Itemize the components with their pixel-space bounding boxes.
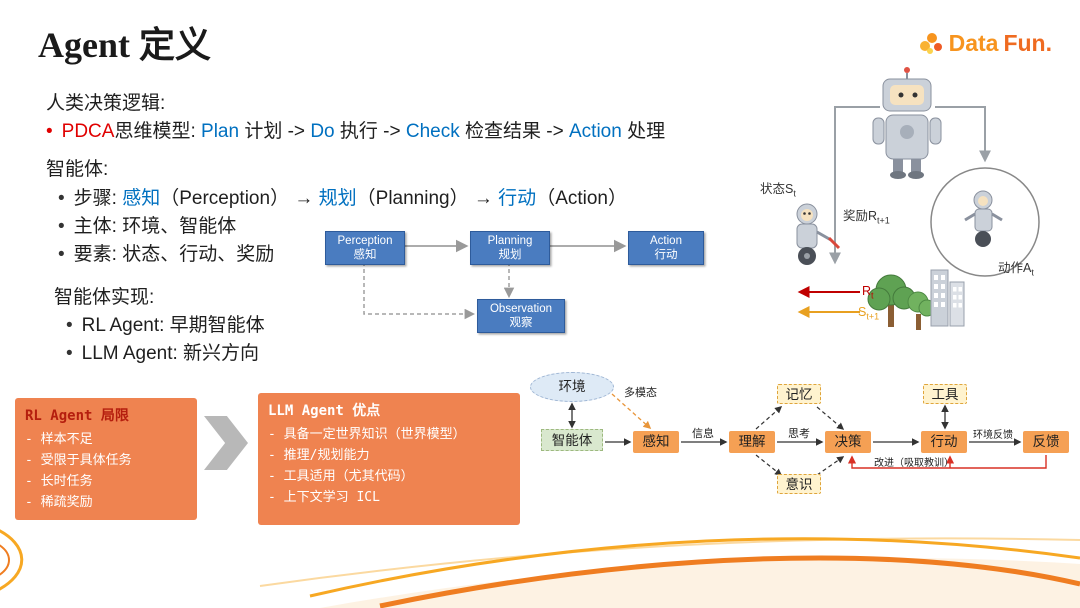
pdca-seg4: 处理 bbox=[621, 121, 666, 142]
buildings bbox=[930, 269, 965, 327]
pipeline-feedback-node: 反馈 bbox=[1023, 431, 1069, 453]
pdca-model-label: 思维模型: bbox=[114, 121, 202, 142]
pipeline-act-node: 行动 bbox=[921, 431, 967, 453]
flow-planning-en: Planning bbox=[487, 235, 533, 247]
step-seg3: （Action） bbox=[536, 188, 627, 209]
llm-advantage-item: - 上下文学习 ICL bbox=[268, 490, 380, 505]
flow-box-perception: Perception 感知 bbox=[325, 231, 405, 265]
llm-advantages-box: LLM Agent 优点 - 具备一定世界知识（世界模型） - 推理/规划能力 … bbox=[258, 393, 520, 525]
llm-advantage-item: - 具备一定世界知识（世界模型） bbox=[268, 427, 466, 442]
steps-label: 步骤: bbox=[73, 188, 123, 209]
rl-limit-item: - 长时任务 bbox=[25, 474, 93, 489]
pdca-label: PDCA bbox=[61, 121, 115, 142]
small-robot bbox=[796, 203, 841, 265]
elements-text: 要素: 状态、行动、奖励 bbox=[73, 244, 275, 265]
pipeline-memory-node: 记忆 bbox=[777, 384, 821, 404]
flow-observation-en: Observation bbox=[489, 303, 552, 315]
agent-heading: 智能体: bbox=[46, 159, 109, 180]
pdca-line: • PDCA思维模型: Plan 计划 -> Do 执行 -> Check 检查结… bbox=[46, 116, 665, 143]
impl-rl-line: • RL Agent: 早期智能体 bbox=[66, 310, 265, 337]
pipeline-awareness-node: 意识 bbox=[777, 474, 821, 494]
pdca-action: Action bbox=[569, 121, 622, 142]
agent-steps-line: • 步骤: 感知（Perception） → 规划（Planning） → 行动（… bbox=[58, 183, 627, 210]
bullet-icon: • bbox=[58, 216, 65, 237]
llm-advantages-title: LLM Agent 优点 bbox=[268, 403, 381, 419]
pipeline-env-node: 环境 bbox=[530, 372, 614, 402]
page-title: Agent 定义 bbox=[38, 25, 211, 65]
flow-observation-zh: 观察 bbox=[509, 317, 533, 329]
bottom-wave-decoration bbox=[0, 529, 1080, 608]
agent-subject-line: • 主体: 环境、智能体 bbox=[58, 211, 236, 238]
info-edge-label: 信息 bbox=[692, 428, 714, 440]
trees bbox=[867, 274, 936, 330]
pipeline-perceive-node: 感知 bbox=[633, 431, 679, 453]
step-action: 行动 bbox=[498, 188, 537, 209]
pipeline-decide-node: 决策 bbox=[825, 431, 871, 453]
bullet-icon: • bbox=[66, 343, 73, 364]
loop-right-arrow bbox=[935, 106, 991, 163]
rl-limit-item: - 受限于具体任务 bbox=[25, 453, 132, 468]
pdca-plan: Plan bbox=[201, 121, 240, 142]
flow-action-zh: 行动 bbox=[654, 249, 678, 261]
pipeline-understand-node: 理解 bbox=[729, 431, 775, 453]
bullet-icon: • bbox=[58, 244, 65, 265]
action-label: 动作At bbox=[998, 261, 1034, 278]
human-logic-heading: 人类决策逻辑: bbox=[46, 93, 166, 114]
rl-limits-title: RL Agent 局限 bbox=[25, 408, 129, 424]
impl-llm-line: • LLM Agent: 新兴方向 bbox=[66, 338, 259, 365]
loop-left-arrow bbox=[829, 106, 880, 265]
pipeline-tool-node: 工具 bbox=[923, 384, 967, 404]
bullet-icon: • bbox=[58, 188, 65, 209]
pdca-seg1: 计划 -> bbox=[239, 121, 311, 142]
think-edge-label: 思考 bbox=[788, 428, 810, 440]
chevron-right-icon bbox=[204, 416, 248, 470]
pipeline-agent-node: 智能体 bbox=[541, 429, 603, 451]
wheel-robot bbox=[964, 190, 1003, 247]
r-t-label: Rt bbox=[862, 284, 874, 301]
rl-limit-item: - 稀疏奖励 bbox=[25, 495, 93, 510]
step-seg2: （Planning） → bbox=[356, 188, 499, 209]
rl-limits-box: RL Agent 局限 - 样本不足 - 受限于具体任务 - 长时任务 - 稀疏… bbox=[15, 398, 197, 520]
impl-rl-text: RL Agent: 早期智能体 bbox=[81, 315, 265, 336]
reward-label: 奖励Rt+1 bbox=[843, 209, 890, 226]
subject-text: 主体: 环境、智能体 bbox=[73, 216, 237, 237]
improve-edge-label: 改进（吸取教训） bbox=[874, 458, 954, 469]
llm-advantage-item: - 推理/规划能力 bbox=[268, 448, 370, 463]
flow-perception-zh: 感知 bbox=[353, 249, 377, 261]
big-robot bbox=[872, 67, 942, 179]
pdca-check: Check bbox=[405, 121, 460, 142]
action-circle bbox=[930, 167, 1040, 277]
impl-llm-text: LLM Agent: 新兴方向 bbox=[81, 343, 260, 364]
llm-advantage-item: - 工具适用（尤其代码） bbox=[268, 469, 414, 484]
flow-box-action: Action 行动 bbox=[628, 231, 704, 265]
rl-limit-item: - 样本不足 bbox=[25, 432, 93, 447]
bullet-icon: • bbox=[66, 315, 73, 336]
rl-loop-illustration bbox=[796, 67, 1040, 330]
bullet-icon: • bbox=[46, 121, 53, 142]
brand-text-fun: Fun. bbox=[1003, 30, 1052, 56]
flow-action-en: Action bbox=[650, 235, 682, 247]
step-perception: 感知 bbox=[122, 188, 161, 209]
flow-perception-en: Perception bbox=[337, 235, 393, 247]
flow-box-observation: Observation 观察 bbox=[477, 299, 565, 333]
state-label: 状态St bbox=[760, 182, 796, 199]
step-seg1: （Perception） → bbox=[160, 188, 319, 209]
multimodal-label: 多模态 bbox=[624, 387, 657, 399]
pdca-seg3: 检查结果 -> bbox=[459, 121, 569, 142]
pdca-do: Do bbox=[310, 121, 335, 142]
s-t1-label: St+1 bbox=[858, 305, 880, 322]
impl-heading: 智能体实现: bbox=[54, 287, 155, 308]
agent-elements-line: • 要素: 状态、行动、奖励 bbox=[58, 239, 274, 266]
step-planning: 规划 bbox=[318, 188, 357, 209]
pdca-seg2: 执行 -> bbox=[334, 121, 406, 142]
brand-text-data: Data bbox=[948, 30, 999, 56]
flow-planning-zh: 规划 bbox=[498, 249, 522, 261]
env-feedback-edge-label: 环境反馈 bbox=[973, 430, 1013, 441]
datafun-logo-icon bbox=[919, 32, 942, 54]
flow-box-planning: Planning 规划 bbox=[470, 231, 550, 265]
